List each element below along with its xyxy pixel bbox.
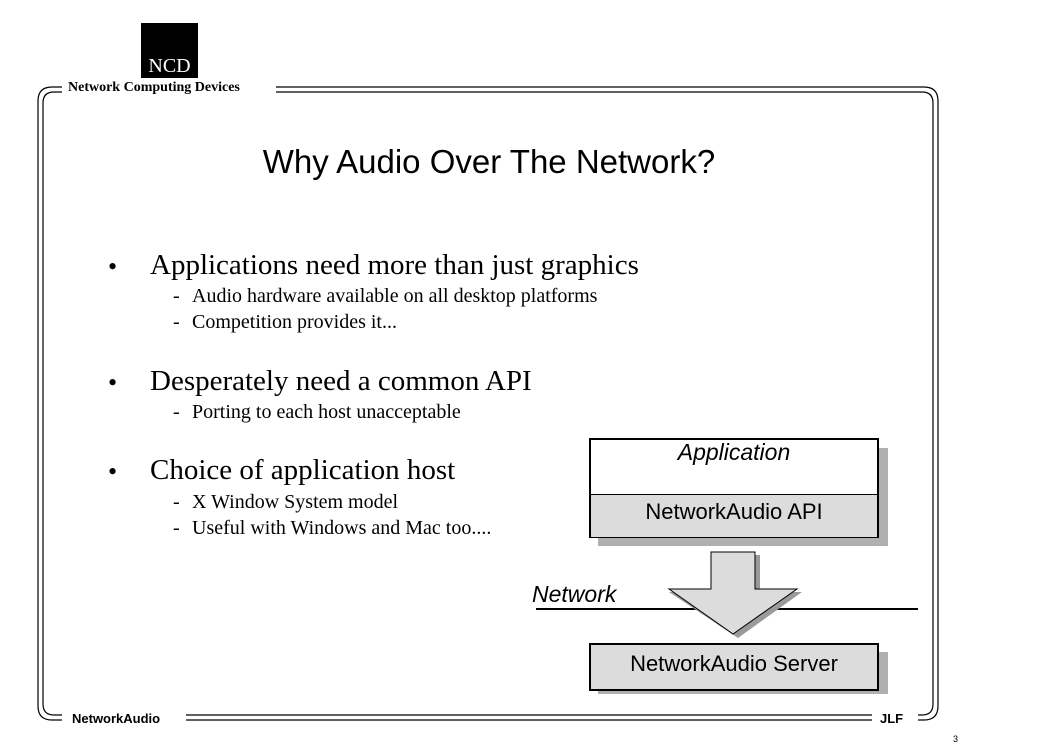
- slide-title: Why Audio Over The Network?: [262, 143, 716, 180]
- footer-title: NetworkAudio: [68, 711, 165, 726]
- down-arrow: [667, 551, 799, 635]
- company-name: Network Computing Devices: [64, 80, 244, 96]
- logo-text: NCD: [148, 55, 191, 77]
- network-label: Network: [532, 581, 617, 607]
- dash-marker: -: [173, 285, 180, 307]
- application-label: Application: [677, 439, 791, 465]
- bullet-marker: •: [108, 368, 118, 397]
- footer-author: JLF: [876, 711, 908, 726]
- api-label: NetworkAudio API: [591, 494, 877, 537]
- dash-marker: -: [173, 517, 180, 539]
- bullet-3-sub-2: Useful with Windows and Mac too....: [192, 517, 492, 539]
- dash-marker: -: [173, 491, 180, 513]
- bullet-3-sub-1: X Window System model: [192, 491, 399, 513]
- server-box: NetworkAudio Server: [589, 643, 879, 691]
- bullet-2: Desperately need a common API: [150, 365, 532, 397]
- ncd-logo: NCD: [141, 23, 198, 78]
- bullet-marker: •: [108, 457, 118, 486]
- bullet-1: Applications need more than just graphic…: [150, 249, 639, 281]
- bullet-1-sub-2: Competition provides it...: [192, 311, 397, 333]
- bullet-1-sub-1: Audio hardware available on all desktop …: [192, 285, 598, 307]
- dash-marker: -: [173, 311, 180, 333]
- bullet-3: Choice of application host: [150, 454, 456, 486]
- network-arrow: [536, 551, 918, 638]
- application-box: Application NetworkAudio API: [589, 438, 879, 538]
- dash-marker: -: [173, 401, 180, 423]
- bullet-marker: •: [108, 252, 118, 281]
- bullet-2-sub-1: Porting to each host unacceptable: [192, 401, 461, 423]
- page-number: 3: [953, 734, 959, 744]
